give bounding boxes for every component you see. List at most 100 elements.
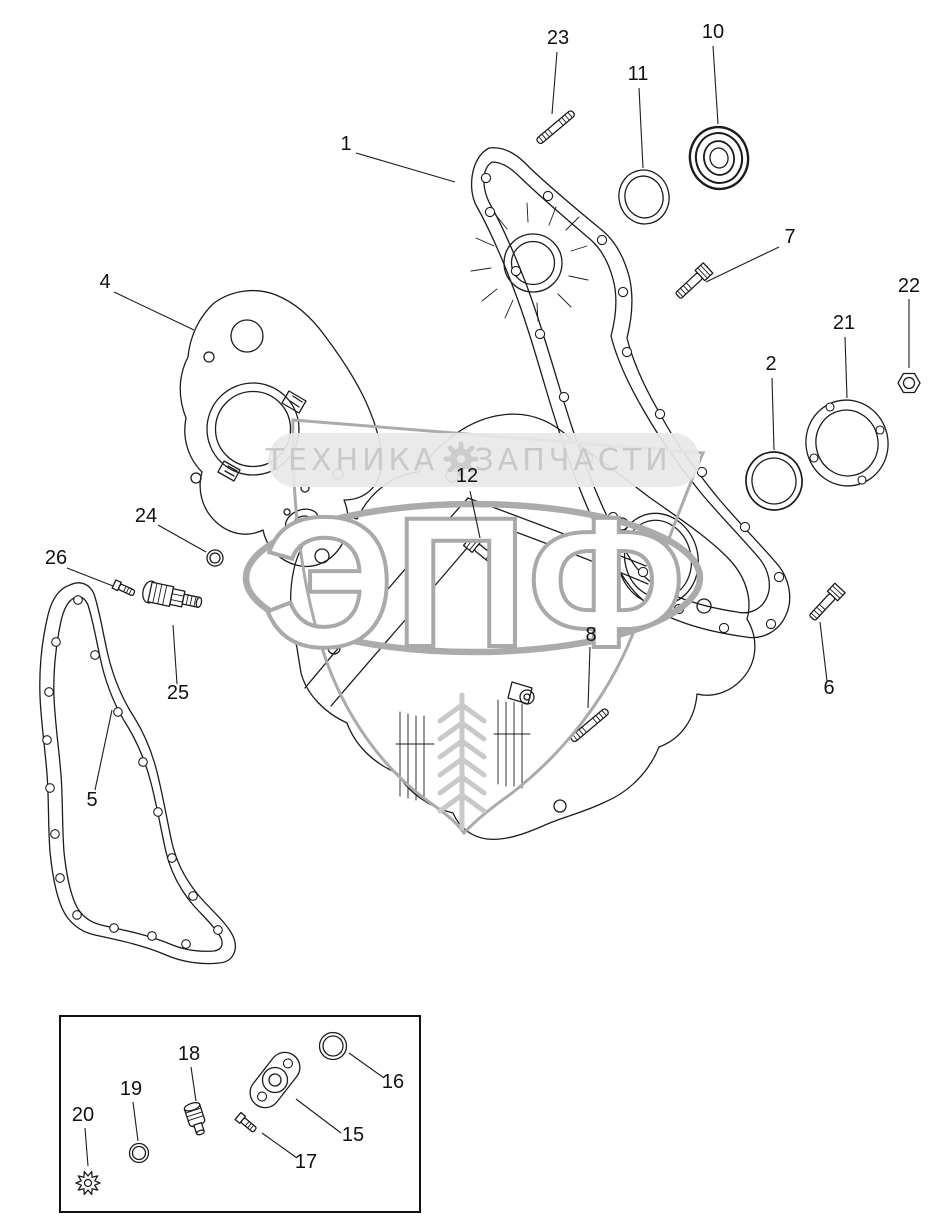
part-4-housing	[179, 289, 383, 568]
callout-11-label: 11	[628, 63, 649, 85]
callout-17-label: 17	[295, 1151, 317, 1173]
callouts: 23 10 11 1 7 22 21 2	[45, 21, 920, 1173]
gear-icon	[443, 441, 479, 477]
callout-15: 15	[295, 1098, 364, 1146]
callout-2-label: 2	[765, 353, 776, 375]
part-21-retainer-plate	[805, 399, 889, 487]
gasket5-bolt-holes	[42, 595, 223, 949]
callout-20: 20	[72, 1104, 94, 1167]
callout-2: 2	[765, 353, 777, 451]
main-drawing	[39, 109, 921, 965]
callout-16-leader	[348, 1052, 385, 1079]
callout-11-leader	[638, 87, 644, 169]
callout-19: 19	[120, 1078, 142, 1142]
callout-16: 16	[348, 1052, 404, 1093]
gasket1-radiating-marks	[470, 202, 589, 322]
callout-22: 22	[898, 275, 920, 368]
part-23-stud	[535, 109, 577, 146]
gasket1-outer-outline	[470, 147, 791, 639]
callout-1: 1	[340, 133, 456, 183]
part-2-seal-ring	[745, 451, 803, 511]
callout-10: 10	[702, 21, 724, 125]
callout-21: 21	[833, 312, 855, 399]
callout-21-label: 21	[833, 312, 855, 334]
callout-24: 24	[135, 505, 207, 553]
callout-18: 18	[178, 1043, 200, 1102]
callout-4-label: 4	[99, 271, 110, 293]
callout-22-label: 22	[898, 275, 920, 297]
callout-11: 11	[628, 63, 649, 169]
part-16-o-ring	[318, 1031, 348, 1061]
callout-19-label: 19	[120, 1078, 142, 1100]
callout-7: 7	[705, 226, 796, 283]
part-19-ring	[128, 1142, 150, 1164]
cover-ribs	[395, 699, 531, 801]
callout-10-label: 10	[702, 21, 724, 43]
callout-8-leader	[587, 646, 591, 709]
callout-20-label: 20	[72, 1104, 94, 1126]
callout-5: 5	[86, 709, 113, 811]
callout-25-label: 25	[167, 682, 189, 704]
callout-17: 17	[261, 1132, 317, 1173]
part-20-lock-washer	[75, 1170, 101, 1196]
part-18-plug	[183, 1101, 206, 1136]
callout-24-leader	[157, 524, 207, 553]
part-11-ring	[618, 169, 670, 225]
callout-12-leader	[469, 490, 481, 539]
callout-26: 26	[45, 547, 114, 587]
callout-7-leader	[705, 246, 780, 283]
callout-17-leader	[261, 1132, 298, 1159]
callout-26-label: 26	[45, 547, 67, 569]
watermark-wheat	[437, 692, 487, 831]
part-15-cover-plate	[249, 1051, 301, 1109]
callout-23-label: 23	[547, 27, 569, 49]
callout-21-leader	[844, 336, 848, 399]
callout-8-label: 8	[585, 624, 596, 646]
part-10-seal	[688, 125, 750, 191]
part-6-bolt	[806, 582, 846, 624]
callout-8: 8	[585, 624, 597, 709]
callout-24-label: 24	[135, 505, 157, 527]
callout-20-leader	[84, 1127, 89, 1167]
callout-18-leader	[190, 1066, 197, 1102]
callout-6-label: 6	[823, 677, 834, 699]
callout-7-label: 7	[784, 226, 795, 248]
callout-23-leader	[551, 51, 558, 115]
gasket5-outer-outline	[39, 582, 236, 965]
callout-1-leader	[355, 152, 456, 183]
gasket1-inner-outline	[483, 161, 770, 614]
inset-frame	[59, 1015, 421, 1213]
part-17-screw	[234, 1111, 259, 1135]
callout-23: 23	[547, 27, 569, 115]
watermark: ТЕХНИКА ЗАПЧАСТИ ЭПФ	[242, 418, 706, 836]
watermark-band-left-text: ТЕХНИКА	[265, 443, 439, 478]
part-25-plug	[142, 580, 203, 608]
housing-hatched-pad-2	[217, 460, 241, 482]
callout-19-leader	[132, 1101, 139, 1142]
part-5-gasket-lower	[39, 582, 236, 965]
callout-15-leader	[295, 1098, 342, 1134]
callout-26-leader	[66, 567, 114, 587]
callout-6: 6	[819, 621, 835, 699]
callout-6-leader	[819, 621, 828, 682]
callout-18-label: 18	[178, 1043, 200, 1065]
callout-1-label: 1	[340, 133, 351, 155]
part-26-screw	[111, 579, 137, 599]
watermark-band-right-text: ЗАПЧАСТИ	[474, 443, 671, 478]
callout-12-label: 12	[456, 465, 478, 487]
inset-box	[59, 1015, 421, 1213]
watermark-shield	[291, 418, 706, 836]
callout-5-leader	[94, 709, 113, 791]
callout-10-leader	[712, 45, 719, 125]
callout-16-label: 16	[382, 1071, 404, 1093]
callout-25: 25	[167, 624, 189, 704]
watermark-band	[268, 433, 700, 487]
callout-4-leader	[113, 291, 195, 331]
watermark-logo-text: ЭПФ	[263, 480, 685, 686]
part-24-o-ring	[206, 549, 224, 567]
callout-5-label: 5	[86, 789, 97, 811]
callout-2-leader	[771, 377, 775, 451]
part-22-nut	[897, 372, 921, 394]
